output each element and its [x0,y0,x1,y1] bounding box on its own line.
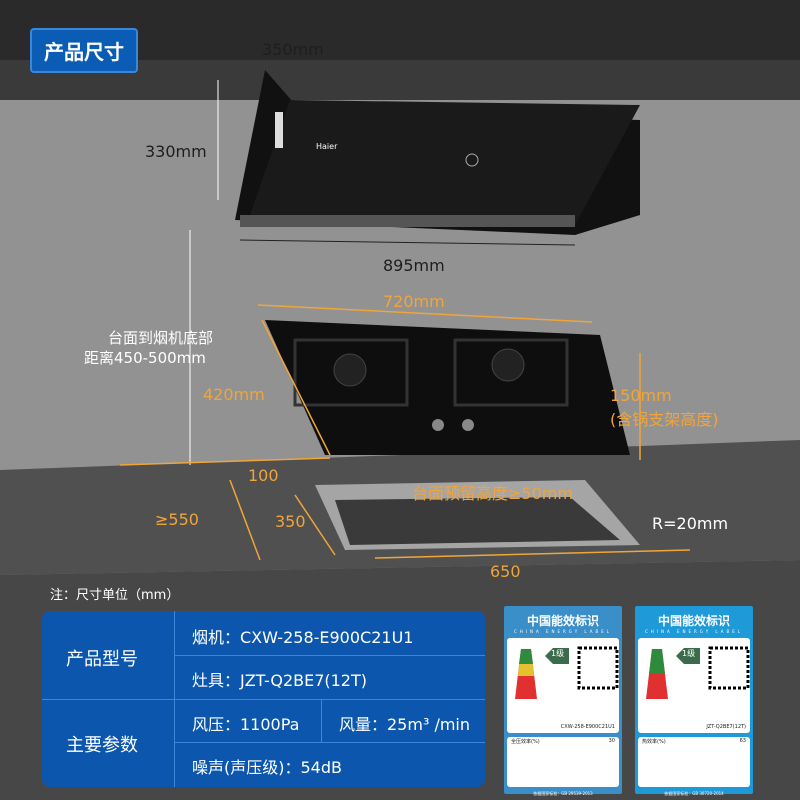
energy-grade-scale [646,646,750,699]
gap-line-2: 距离450-500mm [84,349,206,367]
energy-label-hood: 中国能效标识 CHINA ENERGY LABEL 1级 CXW-258-E90… [504,606,622,796]
energy-grade-scale [515,646,619,699]
gap-line-1: 台面到烟机底部 [108,329,214,347]
hood-brand-logo: Haier [316,142,338,151]
cutout-depth-label: 350 [275,512,306,531]
cutout-width-label: 650 [490,562,521,581]
model-label: 产品型号 [66,649,138,670]
qr-code-icon [708,646,750,690]
hood-model: 烟机：CXW-258-E900C21U1 [192,628,414,647]
unit-note: 注：尺寸单位（mm） [50,588,180,603]
hood-height-label: 330mm [145,142,207,161]
hob-height-label: 150mm [610,386,672,405]
air-pressure: 风压：1100Pa [192,715,300,734]
hob-model: 灶具：JZT-Q2BE7(12T) [192,671,368,690]
hood-depth-label: 350mm [262,40,324,59]
hob-width-label: 720mm [383,292,445,311]
section-title-badge: 产品尺寸 [30,28,138,73]
cutout-front-label: 100 [248,466,279,485]
hob-height-note: (含锅支架高度) [610,410,719,429]
spec-table: 产品型号 主要参数 烟机：CXW-258-E900C21U1 灶具：JZT-Q2… [42,611,485,787]
hood-width-label: 895mm [383,256,445,275]
noise-level: 噪声(声压级)：54dB [192,758,342,777]
energy-label-hob: 中国能效标识 CHINA ENERGY LABEL 1级 JZT-Q2BE7(1… [635,606,753,796]
reserve-height-label: 台面预留高度≥50mm [412,484,573,503]
hob-depth-label: 420mm [203,385,265,404]
air-flow: 风量：25m³ /min [339,715,471,734]
gas-hob [265,320,630,455]
qr-code-icon [577,646,619,690]
corner-radius-label: R=20mm [652,514,729,533]
counter-depth-label: ≥550 [155,510,199,529]
params-label: 主要参数 [66,735,138,756]
